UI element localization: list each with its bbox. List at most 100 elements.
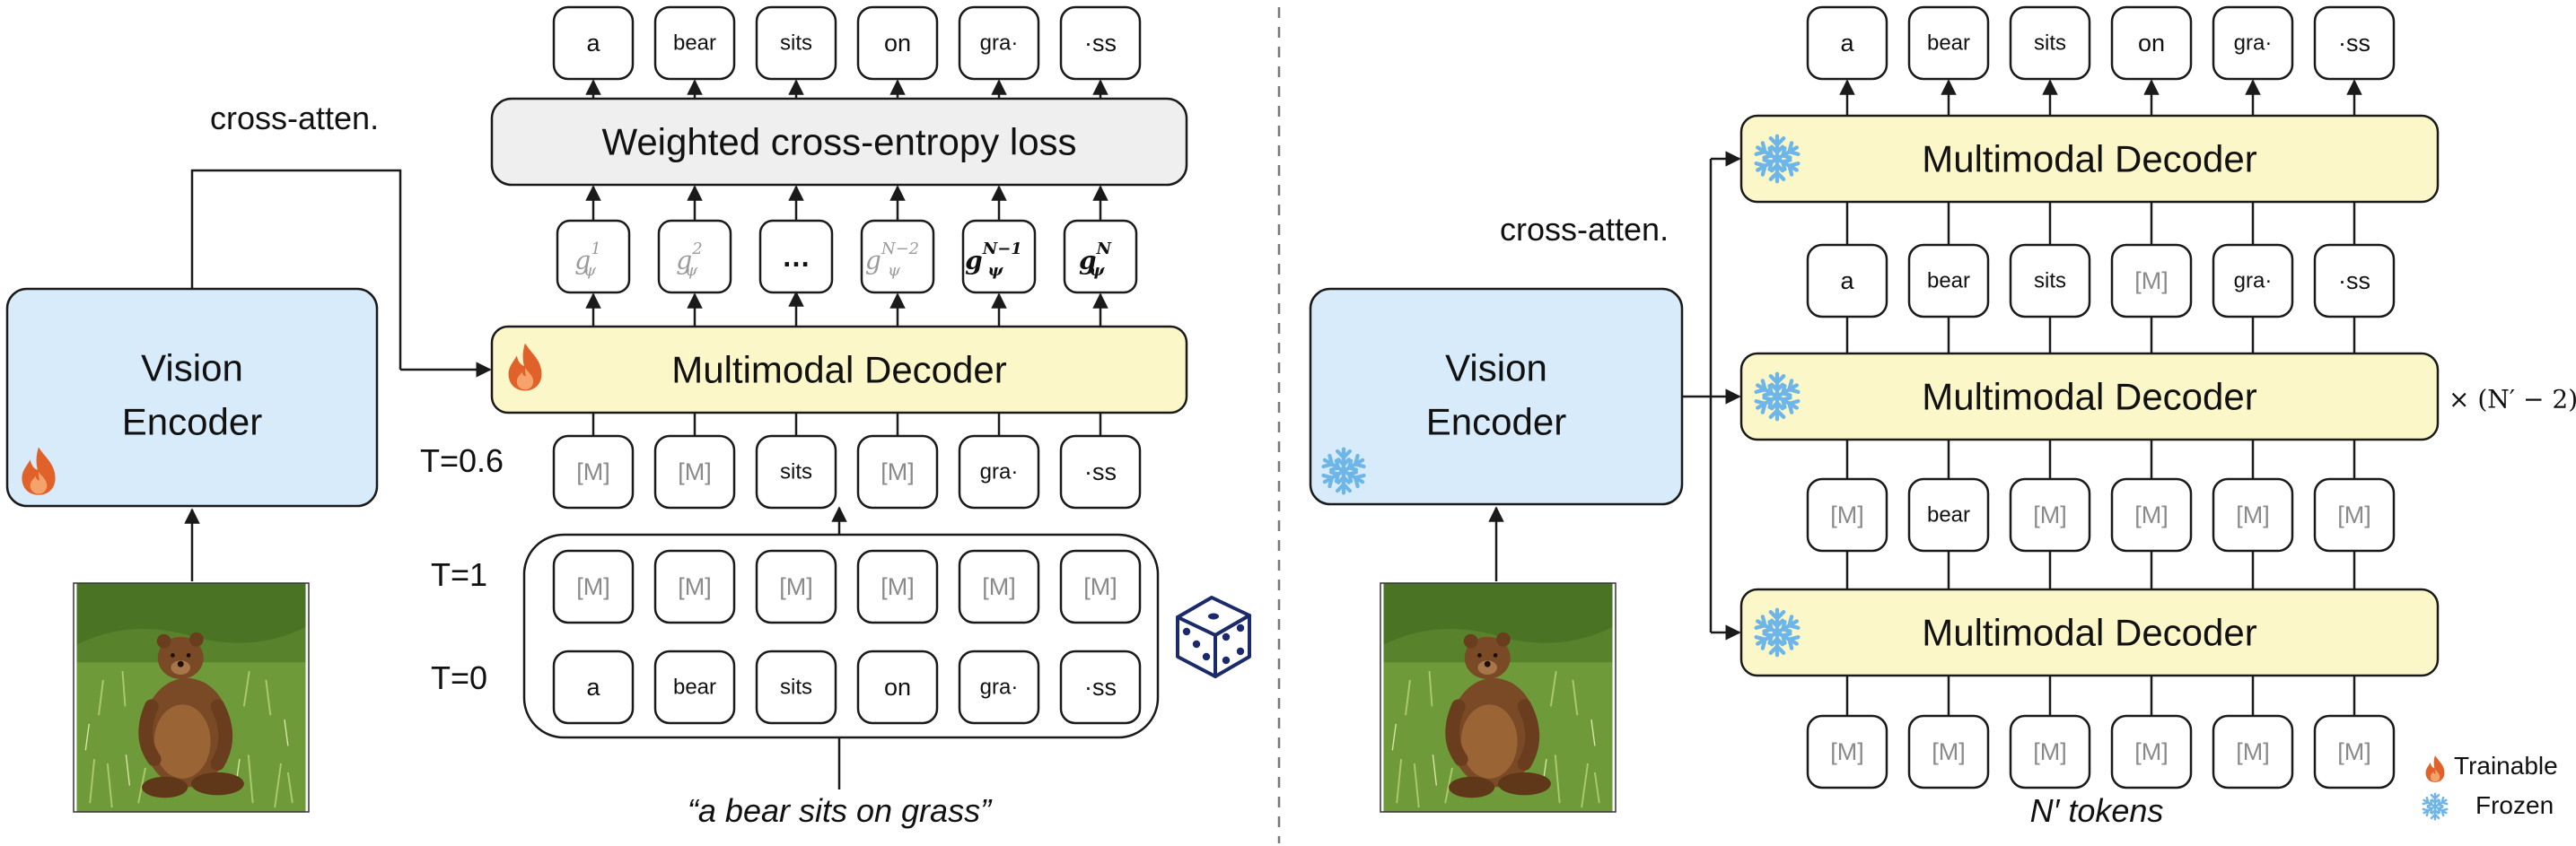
token-text: gra· xyxy=(980,31,1019,56)
token-text: [M] xyxy=(779,573,813,600)
left-t1-token: [M] xyxy=(653,549,736,624)
left-t06-token: ·ss xyxy=(1059,434,1142,510)
right-mid-token-2: [M] xyxy=(2313,477,2396,553)
sampling-group-box xyxy=(522,533,1160,739)
right-mid-token-1: gra· xyxy=(2212,243,2294,318)
left-t0-token: sits xyxy=(755,650,837,725)
token-text: [M] xyxy=(1830,738,1864,765)
left-t0-token: a xyxy=(552,650,635,725)
token-text: [M] xyxy=(576,458,610,485)
left-t06-token: gra· xyxy=(958,434,1040,510)
left-output-token: gra· xyxy=(958,5,1040,81)
token-text: ·ss xyxy=(1084,30,1117,57)
right-input-token: [M] xyxy=(2212,714,2294,789)
right-multimodal-decoder: Multimodal Decoder xyxy=(1739,352,2440,441)
right-decoder-label: Multimodal Decoder xyxy=(1922,138,2257,180)
left-output-token: on xyxy=(856,5,939,81)
t0-label: T=0 xyxy=(431,659,487,696)
left-output-token: ·ss xyxy=(1059,5,1142,81)
token-text: [M] xyxy=(2134,501,2169,528)
token-text: [M] xyxy=(2033,501,2067,528)
right-mid-token-1: ·ss xyxy=(2313,243,2396,318)
token-text: ·ss xyxy=(2338,267,2370,294)
token-text: sits xyxy=(780,676,812,700)
left-vision-encoder xyxy=(5,287,379,508)
svg-text:…: … xyxy=(782,240,810,273)
right-mid-token-2: [M] xyxy=(2110,477,2193,553)
right-output-token: on xyxy=(2110,5,2193,81)
svg-text:gN−1ψ: gN−1ψ xyxy=(965,240,1022,280)
left-caption: “a bear sits on grass” xyxy=(688,792,993,829)
token-text: [M] xyxy=(2236,501,2270,528)
token-text: [M] xyxy=(2236,738,2270,765)
left-vision-encoder-line2: Encoder xyxy=(122,401,262,443)
right-mid-token-1: sits xyxy=(2009,243,2091,318)
left-output-token: bear xyxy=(653,5,736,81)
token-text: on xyxy=(884,30,911,57)
right-vision-encoder-line2: Encoder xyxy=(1426,401,1566,443)
token-text: gra· xyxy=(2234,31,2273,56)
token-text: sits xyxy=(2034,31,2066,56)
right-mid-token-1: [M] xyxy=(2110,243,2193,318)
right-mid-token-2: [M] xyxy=(2212,477,2294,553)
dice-icon xyxy=(1176,596,1251,678)
bear-photo xyxy=(73,582,310,813)
right-cross-atten-label: cross-atten. xyxy=(1500,211,1669,248)
svg-text:gN−2ψ: gN−2ψ xyxy=(865,240,919,280)
right-token-grid: aa[M][M]bearbearbear[M]sitssits[M][M]on[… xyxy=(1806,5,2396,789)
left-t1-token: [M] xyxy=(755,549,837,624)
token-text: [M] xyxy=(2033,738,2067,765)
legend-trainable: Trainable xyxy=(2454,752,2558,780)
left-t06-token: [M] xyxy=(856,434,939,510)
token-text: [M] xyxy=(576,573,610,600)
bear-photo xyxy=(1380,582,1617,813)
token-text: [M] xyxy=(2337,501,2371,528)
left-t0-token: on xyxy=(856,650,939,725)
right-decoder-label: Multimodal Decoder xyxy=(1922,612,2257,654)
right-input-token: [M] xyxy=(2110,714,2193,789)
token-text: [M] xyxy=(881,458,915,485)
token-text: sits xyxy=(780,460,812,484)
svg-text:gNψ: gNψ xyxy=(1079,240,1113,280)
right-mid-token-2: bear xyxy=(1907,477,1990,553)
right-input-token: [M] xyxy=(2313,714,2396,789)
left-t1-token: [M] xyxy=(552,549,635,624)
cross-atten-connector xyxy=(190,169,402,370)
right-multimodal-decoder: Multimodal Decoder xyxy=(1739,114,2440,204)
token-text: sits xyxy=(780,31,812,56)
token-text: ·ss xyxy=(1084,458,1117,485)
token-text: gra· xyxy=(2234,269,2273,293)
t06-label: T=0.6 xyxy=(420,442,504,479)
token-text: [M] xyxy=(678,573,712,600)
g-psi-token: … xyxy=(758,219,834,294)
right-output-token: sits xyxy=(2009,5,2091,81)
right-multimodal-decoder: Multimodal Decoder xyxy=(1739,588,2440,677)
right-mid-token-2: [M] xyxy=(2009,477,2091,553)
right-panel: Vision Encoder cross-atten. Multimodal D… xyxy=(1309,5,2576,829)
svg-text:g2ψ: g2ψ xyxy=(676,240,702,280)
right-output-token: a xyxy=(1806,5,1888,81)
right-mid-token-2: [M] xyxy=(1806,477,1888,553)
repeat-label: × (N′ − 2) xyxy=(2449,385,2576,414)
left-t06-token: [M] xyxy=(552,434,635,510)
token-text: [M] xyxy=(1083,573,1117,600)
left-t06-token: sits xyxy=(755,434,837,510)
token-text: a xyxy=(586,674,600,701)
left-t06-token: [M] xyxy=(653,434,736,510)
token-text: on xyxy=(2138,30,2165,57)
legend-frozen: Frozen xyxy=(2475,791,2554,819)
right-input-token: [M] xyxy=(2009,714,2091,789)
token-text: [M] xyxy=(2134,267,2169,294)
weighted-loss-label: Weighted cross-entropy loss xyxy=(601,121,1076,163)
left-t1-token: [M] xyxy=(856,549,939,624)
left-output-token: sits xyxy=(755,5,837,81)
left-panel: Vision Encoder cross-atten. Weighted cro… xyxy=(5,5,1251,829)
right-output-token: bear xyxy=(1907,5,1990,81)
legend: Trainable Frozen xyxy=(2423,752,2558,819)
token-text: gra· xyxy=(980,676,1019,700)
token-text: a xyxy=(1840,267,1854,294)
